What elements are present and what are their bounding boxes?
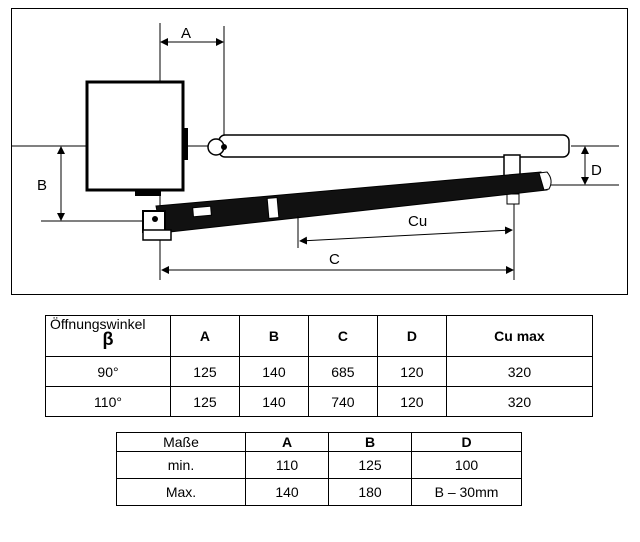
- value-cell: 125: [170, 386, 240, 417]
- header-masse: Maße: [116, 432, 246, 452]
- value-cell: 140: [238, 386, 309, 417]
- actuator-clamp: [266, 197, 280, 219]
- dimension-limits-table: Maße A B D min. 110 125 100 Max. 140 180…: [116, 432, 522, 506]
- value-cell: 320: [445, 386, 594, 417]
- beta-symbol: β: [102, 329, 114, 349]
- value-cell: 125: [328, 451, 412, 479]
- gate-operator-diagram: A B D Cu C: [11, 8, 628, 295]
- value-cell: 685: [307, 356, 378, 387]
- header-b: B: [238, 315, 309, 357]
- angle-cell: 110°: [45, 386, 171, 417]
- gate-leaf: [218, 134, 570, 158]
- header-a: A: [170, 315, 240, 357]
- value-cell: 100: [411, 451, 522, 479]
- angle-header-cell: Öffnungswinkel β: [45, 315, 171, 357]
- table-row: 90° 125 140 685 120 320: [45, 356, 594, 387]
- value-cell: 120: [376, 356, 447, 387]
- post-hinge-plate: [183, 128, 188, 160]
- table-row: 110° 125 140 740 120 320: [45, 386, 594, 417]
- header-c: C: [307, 315, 378, 357]
- gate-post: [85, 80, 185, 192]
- dimension-cu-line: [299, 226, 513, 245]
- dimension-d-label: D: [591, 162, 602, 179]
- dimension-b-label: B: [37, 177, 47, 194]
- value-cell: B – 30mm: [411, 478, 522, 506]
- table-row: Max. 140 180 B – 30mm: [116, 478, 522, 506]
- value-cell: 120: [376, 386, 447, 417]
- table-row: min. 110 125 100: [116, 451, 522, 479]
- table-header-row: Öffnungswinkel β A B C D Cu max: [45, 315, 594, 357]
- value-cell: 125: [170, 356, 240, 387]
- value-cell: 740: [307, 386, 378, 417]
- dimension-c-label: C: [329, 251, 340, 268]
- motor-bracket: [135, 190, 161, 196]
- header-b: B: [328, 432, 412, 452]
- angle-header-text: Öffnungswinkel: [50, 316, 146, 332]
- value-cell: 320: [445, 356, 594, 387]
- actuator-label: [192, 205, 212, 218]
- value-cell: 180: [328, 478, 412, 506]
- value-cell: 140: [238, 356, 309, 387]
- value-cell: 140: [245, 478, 329, 506]
- header-a: A: [245, 432, 329, 452]
- row-label: min.: [116, 451, 246, 479]
- header-cu-max: Cu max: [445, 315, 594, 357]
- actuator-end-cap: [538, 171, 552, 191]
- angle-cell: 90°: [45, 356, 171, 387]
- header-d: D: [411, 432, 522, 452]
- dimension-a-label: A: [181, 25, 191, 42]
- header-d: D: [376, 315, 447, 357]
- dimension-cu-label: Cu: [408, 213, 427, 230]
- table-header-row: Maße A B D: [116, 432, 522, 452]
- opening-angle-table: Öffnungswinkel β A B C D Cu max 90° 125 …: [45, 315, 594, 417]
- row-label: Max.: [116, 478, 246, 506]
- value-cell: 110: [245, 451, 329, 479]
